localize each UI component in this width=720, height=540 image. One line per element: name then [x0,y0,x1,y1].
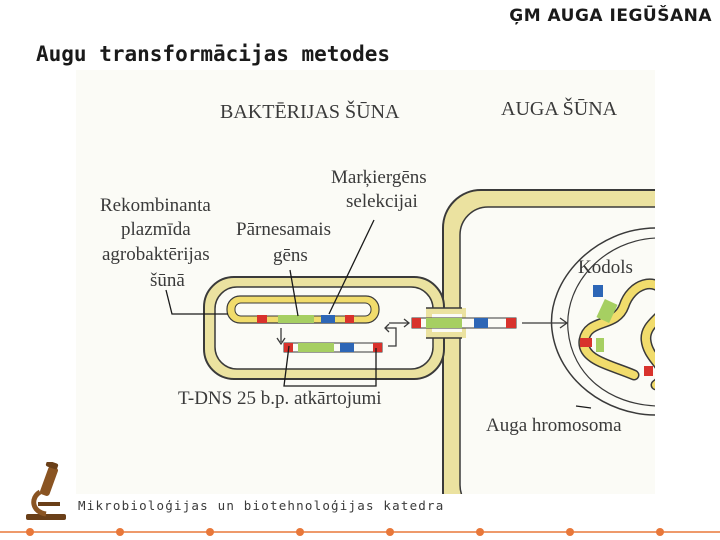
label-plant-cell: AUGA ŠŪNA [501,96,618,120]
label-marker-gene-2: selekcijai [346,191,418,212]
transferred-tdna [411,317,569,329]
footer-department: Mikrobioloģijas un biotehnoloģijas kated… [78,498,445,513]
plant-chromosome [578,278,655,391]
plant-cell-wall [442,189,655,494]
slide-title: Augu transformācijas metodes [36,42,391,66]
label-plasmid-1: Rekombinanta [100,195,211,216]
label-plasmid-2: plazmīda [121,219,191,240]
label-marker-gene-1: Marķiergēns [331,167,427,188]
label-plasmid-4: šūnā [150,270,185,291]
label-transferred-gene-2: gēns [273,245,308,266]
label-plasmid-3: agrobaktērijas [102,244,210,265]
nucleus [550,227,655,416]
decorative-border [0,528,720,536]
section-header: ĢM AUGA IEGŪŠANA [509,6,712,26]
label-plant-chromosome: Auga hromosoma [486,415,622,436]
diagram-svg: BAKTĒRIJAS ŠŪNA AUGA ŠŪNA Marķiergēns se… [100,96,655,494]
label-tdna-repeats: T-DNS 25 b.p. atkārtojumi [178,388,382,409]
leader-lines [165,219,592,409]
microscope-icon [26,462,66,520]
label-transferred-gene-1: Pārnesamais [236,219,331,240]
label-bacterial-cell: BAKTĒRIJAS ŠŪNA [220,99,400,123]
tdna-fragment [283,342,383,353]
transformation-diagram: BAKTĒRIJAS ŠŪNA AUGA ŠŪNA Marķiergēns se… [76,70,655,494]
recombinant-plasmid [226,295,380,324]
process-arrows [276,318,411,347]
label-nucleus: Kodols [578,257,633,278]
bacterial-cell [203,276,445,380]
